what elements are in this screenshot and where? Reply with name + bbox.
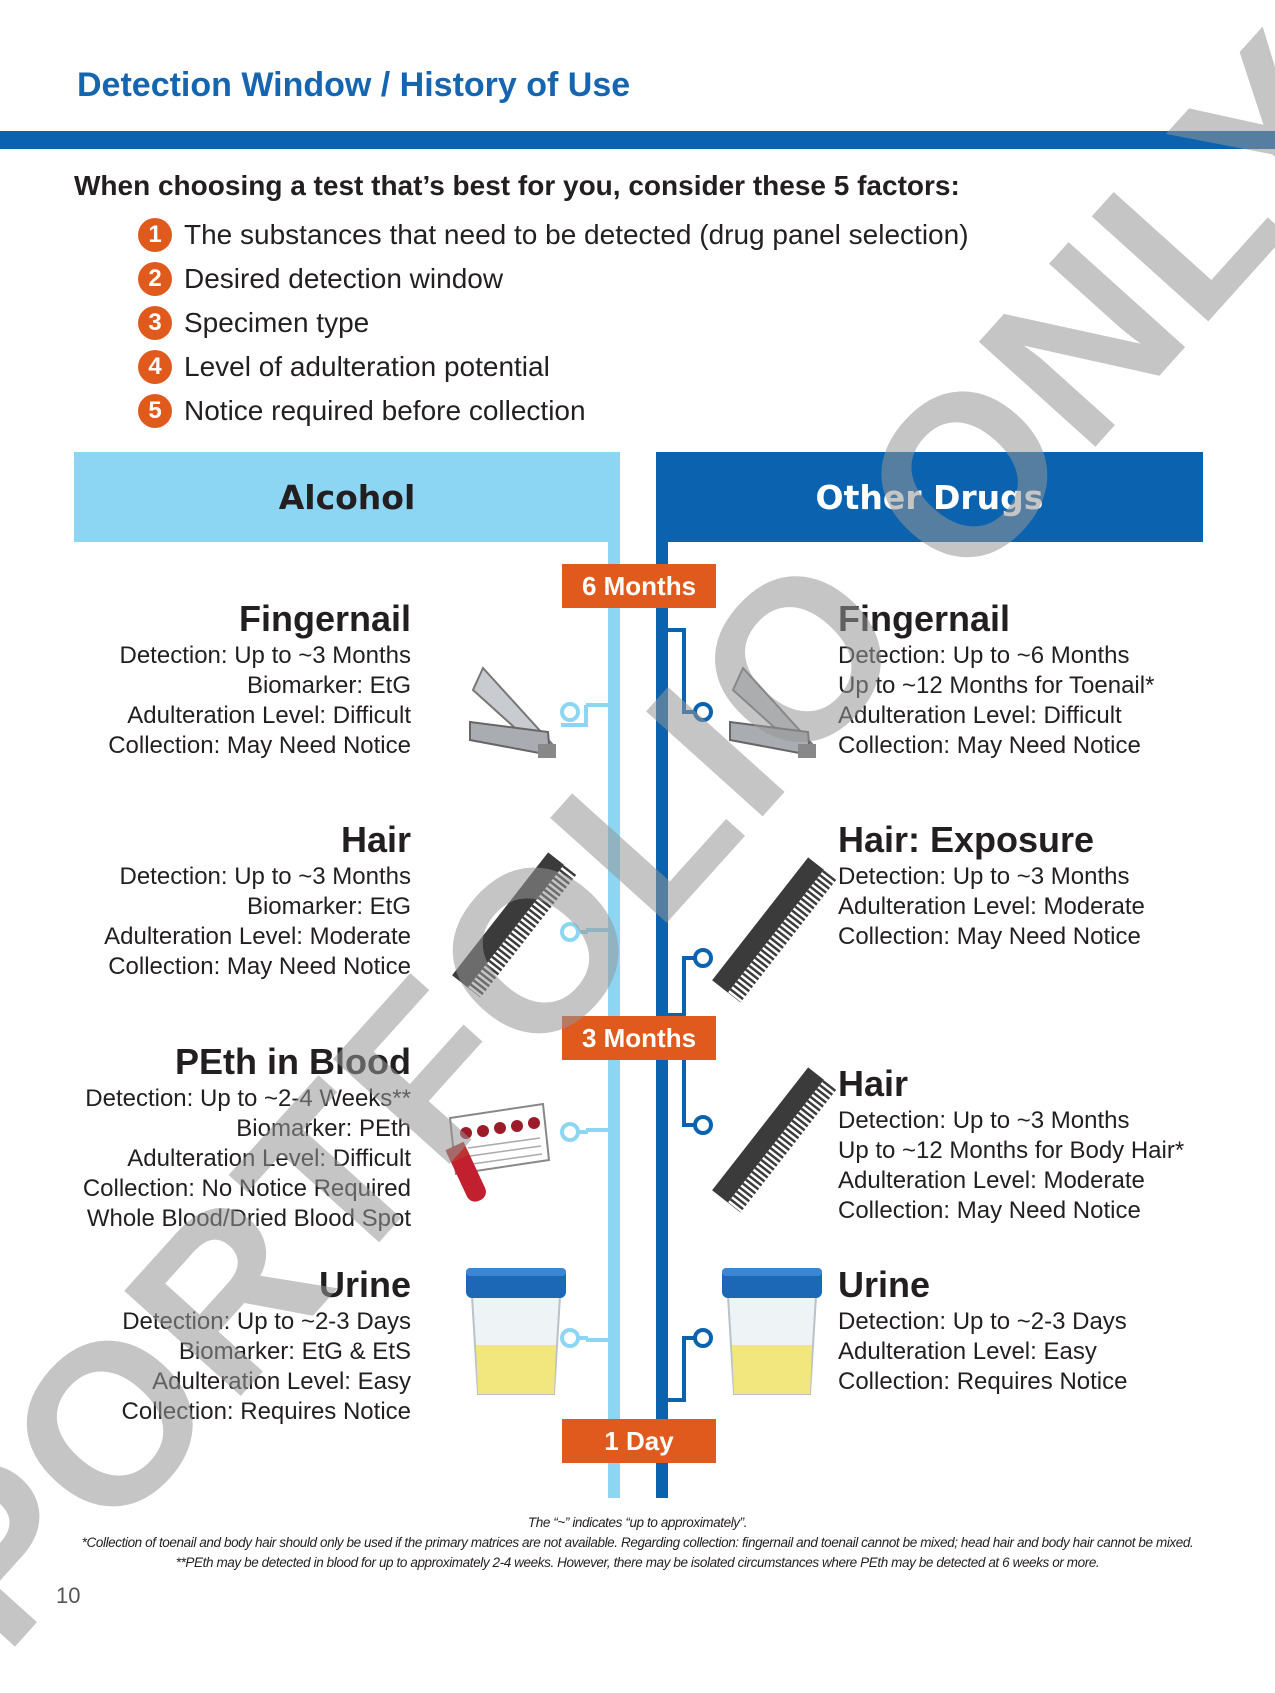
footnote-tilde: The “~” indicates “up to approximately”.	[527, 1515, 748, 1530]
alcohol-fingernail-dot	[560, 702, 580, 722]
entry-line: Collection: May Need Notice	[838, 923, 1141, 950]
entry-line: Biomarker: EtG & EtS	[178, 1338, 411, 1365]
other-urine-dot	[693, 1328, 713, 1348]
alcohol-column-header: Alcohol	[74, 452, 620, 542]
other-urine-entry: Urine Detection: Up to ~2-3 Days Adulter…	[838, 1265, 1127, 1397]
entry-title: Urine	[838, 1264, 931, 1305]
factor-number: 5	[138, 394, 172, 428]
urine-cup-icon	[466, 1268, 566, 1395]
urine-cup-icon	[722, 1268, 822, 1395]
entry-line: Detection: Up to ~3 Months	[838, 1107, 1130, 1134]
entry-line: Adulteration Level: Difficult	[127, 1145, 411, 1172]
factor-text: Level of adulteration potential	[184, 351, 550, 382]
entry-line: Whole Blood/Dried Blood Spot	[86, 1205, 411, 1232]
alcohol-peth-dot	[560, 1122, 580, 1142]
entry-line: Adulteration Level: Easy	[152, 1368, 411, 1395]
comb-icon	[452, 852, 577, 998]
alcohol-hair-entry: Hair Detection: Up to ~3 Months Biomarke…	[104, 820, 411, 982]
page-number: 10	[56, 1583, 81, 1608]
factor-text: The substances that need to be detected …	[184, 219, 969, 250]
other-fingernail-entry: Fingernail Detection: Up to ~6 Months Up…	[838, 599, 1154, 761]
factor-number: 3	[138, 306, 172, 340]
entry-title: Hair: Exposure	[838, 819, 1095, 860]
entry-line: Detection: Up to ~3 Months	[119, 642, 412, 669]
factor-item: 1 The substances that need to be detected…	[138, 213, 969, 257]
entry-line: Detection: Up to ~3 Months	[838, 863, 1130, 890]
factor-text: Desired detection window	[184, 263, 504, 294]
entry-title: PEth in Blood	[175, 1041, 411, 1082]
factor-number: 2	[138, 262, 172, 296]
alcohol-peth-entry: PEth in Blood Detection: Up to ~2-4 Week…	[83, 1042, 411, 1234]
entry-line: Up to ~12 Months for Body Hair*	[838, 1137, 1185, 1164]
other-fingernail-dot	[693, 702, 713, 722]
other-hair-exposure-dot	[693, 948, 713, 968]
entry-line: Adulteration Level: Difficult	[838, 702, 1122, 729]
factor-text: Specimen type	[184, 307, 370, 338]
entry-line: Adulteration Level: Easy	[838, 1338, 1097, 1365]
factor-text: Notice required before collection	[184, 395, 586, 426]
factor-item: 4 Level of adulteration potential	[138, 345, 969, 389]
footnotes: The “~” indicates “up to approximately”.…	[0, 1513, 1275, 1573]
comb-icon	[712, 857, 837, 1003]
page-title: Detection Window / History of Use	[77, 66, 631, 104]
six-months-marker: 6 Months	[562, 564, 716, 608]
entry-line: Collection: May Need Notice	[108, 732, 411, 759]
entry-title: Fingernail	[838, 598, 1011, 639]
entry-line: Biomarker: PEth	[236, 1115, 411, 1142]
entry-line: Adulteration Level: Moderate	[838, 893, 1145, 920]
entry-line: Adulteration Level: Moderate	[104, 923, 411, 950]
factor-item: 3 Specimen type	[138, 301, 969, 345]
one-day-marker: 1 Day	[562, 1419, 716, 1463]
entry-line: Detection: Up to ~2-3 Days	[122, 1308, 411, 1335]
factor-number: 4	[138, 350, 172, 384]
entry-line: Collection: No Notice Required	[82, 1175, 411, 1202]
entry-title: Hair	[340, 819, 411, 860]
entry-line: Detection: Up to ~2-3 Days	[838, 1308, 1127, 1335]
other-drugs-column-header: Other Drugs	[656, 452, 1203, 542]
entry-line: Collection: May Need Notice	[838, 1197, 1141, 1224]
entry-line: Detection: Up to ~2-4 Weeks**	[85, 1085, 411, 1112]
factor-list: 1 The substances that need to be detected…	[138, 213, 969, 433]
alcohol-urine-dot	[560, 1328, 580, 1348]
factor-item: 5 Notice required before collection	[138, 389, 969, 433]
entry-line: Detection: Up to ~3 Months	[119, 863, 412, 890]
blood-spot-card-icon	[445, 1102, 551, 1202]
factor-number: 1	[138, 218, 172, 252]
three-months-marker: 3 Months	[562, 1016, 716, 1060]
other-hair-entry: Hair Detection: Up to ~3 Months Up to ~1…	[838, 1064, 1184, 1226]
footnote-double-asterisk: **PEth may be detected in blood for up t…	[175, 1555, 1100, 1570]
intro-text: When choosing a test that’s best for you…	[74, 170, 960, 201]
entry-line: Collection: May Need Notice	[838, 732, 1141, 759]
other-hair-dot	[693, 1115, 713, 1135]
footnote-asterisk: *Collection of toenail and body hair sho…	[81, 1535, 1194, 1550]
entry-line: Collection: Requires Notice	[838, 1368, 1128, 1395]
entry-line: Detection: Up to ~6 Months	[838, 642, 1130, 669]
nail-clipper-icon	[469, 666, 556, 758]
entry-line: Adulteration Level: Moderate	[838, 1167, 1145, 1194]
entry-line: Collection: Requires Notice	[121, 1398, 411, 1425]
factor-item: 2 Desired detection window	[138, 257, 969, 301]
entry-title: Fingernail	[238, 598, 411, 639]
other-hair-exposure-entry: Hair: Exposure Detection: Up to ~3 Month…	[838, 820, 1145, 952]
header-rule	[0, 131, 1275, 149]
entry-title: Urine	[318, 1264, 411, 1305]
comb-icon	[712, 1067, 837, 1213]
entry-line: Adulteration Level: Difficult	[127, 702, 411, 729]
entry-line: Collection: May Need Notice	[108, 953, 411, 980]
entry-title: Hair	[838, 1063, 909, 1104]
entry-line: Biomarker: EtG	[246, 672, 411, 699]
nail-clipper-icon	[729, 666, 816, 758]
alcohol-hair-dot	[560, 922, 580, 942]
entry-line: Up to ~12 Months for Toenail*	[838, 672, 1155, 699]
alcohol-fingernail-entry: Fingernail Detection: Up to ~3 Months Bi…	[108, 599, 411, 761]
timeline-graphics	[445, 590, 837, 1402]
entry-line: Biomarker: EtG	[246, 893, 411, 920]
alcohol-urine-entry: Urine Detection: Up to ~2-3 Days Biomark…	[122, 1265, 411, 1427]
